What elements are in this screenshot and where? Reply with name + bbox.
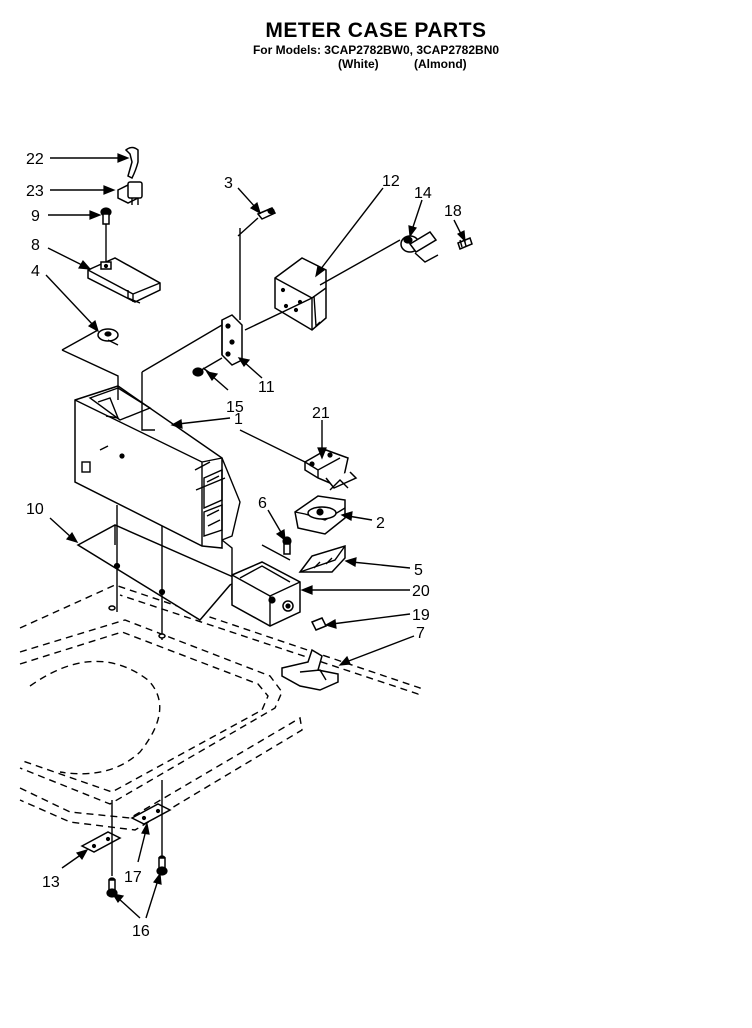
callout-11: 11 — [258, 379, 275, 396]
part-19-screw — [310, 617, 328, 631]
washer-top-outline — [19, 584, 421, 831]
part-21-latch — [304, 449, 358, 489]
callout-13: 13 — [42, 874, 60, 891]
callout-21: 21 — [312, 405, 330, 422]
callout-19: 19 — [412, 607, 430, 624]
variant-almond: (Almond) — [414, 57, 467, 71]
callout-4: 4 — [31, 263, 40, 280]
callout-12: 12 — [382, 173, 400, 190]
part-8-bracket — [87, 257, 161, 304]
callout-16: 16 — [132, 923, 150, 940]
part-6-screw — [282, 536, 292, 555]
callout-22: 22 — [26, 151, 44, 168]
color-variants: (White) (Almond) — [0, 57, 752, 71]
callout-14: 14 — [414, 185, 432, 202]
part-1-meter-case — [74, 385, 241, 549]
callout-20: 20 — [412, 583, 430, 600]
models-line: For Models: 3CAP2782BW0, 3CAP2782BN0 — [252, 43, 500, 57]
part-2-cup — [294, 479, 349, 535]
part-7-bracket — [281, 648, 339, 691]
part-23-clip — [117, 181, 143, 205]
callout-3: 3 — [224, 175, 233, 192]
callout-10: 10 — [26, 501, 44, 518]
part-17-bracket — [130, 803, 172, 825]
part-4-grommet — [97, 328, 119, 342]
callout-8: 8 — [31, 237, 40, 254]
callout-leaders — [45, 153, 466, 919]
diagram-title: METER CASE PARTS — [265, 19, 487, 42]
part-13-bracket — [80, 831, 122, 853]
part-12-meter-box — [274, 257, 327, 331]
callout-18: 18 — [444, 203, 462, 220]
callout-15: 15 — [226, 399, 244, 416]
part-14-knob — [400, 231, 439, 263]
callout-9: 9 — [31, 208, 40, 225]
part-22-hook — [124, 146, 139, 180]
callout-17: 17 — [124, 869, 142, 886]
part-3-screw — [256, 207, 277, 220]
part-20-coin-box — [231, 561, 301, 627]
callout-5: 5 — [414, 562, 423, 579]
callout-7: 7 — [416, 625, 425, 642]
variant-white: (White) — [338, 57, 379, 71]
diagram-header: METER CASE PARTS For Models: 3CAP2782BW0… — [0, 19, 752, 72]
callout-1: 1 — [234, 411, 243, 428]
callout-labels: 22 23 9 8 4 3 12 14 18 11 15 1 21 2 6 5 … — [26, 151, 462, 940]
part-16-screws — [106, 855, 168, 898]
callout-2: 2 — [376, 515, 385, 532]
callout-6: 6 — [258, 495, 267, 512]
part-5-strip — [298, 544, 346, 573]
part-9-screw — [100, 207, 112, 262]
callout-23: 23 — [26, 183, 44, 200]
